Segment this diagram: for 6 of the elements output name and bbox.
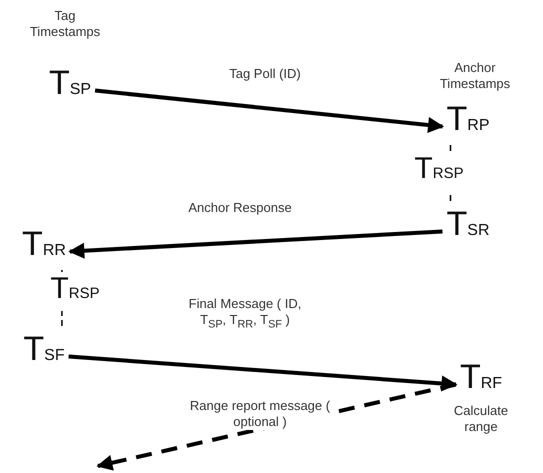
arrow bbox=[94, 88, 444, 133]
column-heading: Tag Timestamps bbox=[28, 8, 102, 40]
note-text: Calculate range bbox=[452, 403, 510, 435]
arrow bbox=[68, 230, 443, 259]
arrow bbox=[68, 354, 458, 392]
column-heading: Anchor Timestamps bbox=[438, 60, 512, 92]
